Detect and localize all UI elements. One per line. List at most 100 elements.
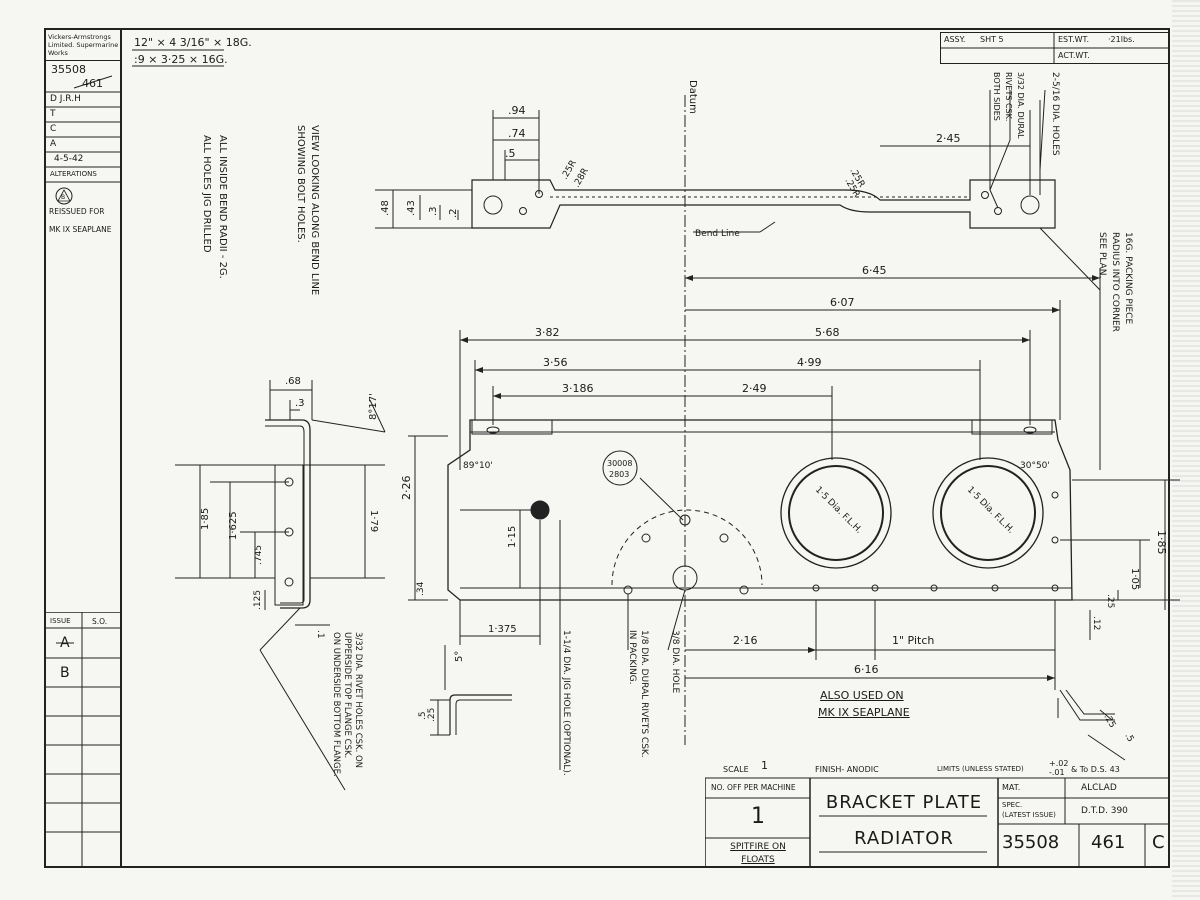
dim-645: 6·45 bbox=[862, 264, 887, 277]
main-plate-outline bbox=[447, 419, 1073, 601]
datum-label: Datum bbox=[687, 80, 698, 114]
dim-top-view-03: .3 bbox=[428, 206, 439, 216]
no-off-label: No. Off Per Machine bbox=[711, 783, 796, 792]
note-radius-corner: Radius Into Corner bbox=[1110, 232, 1120, 332]
note-jig-hole: 1-1/4 Dia. Jig Hole (Optional). bbox=[561, 630, 571, 776]
drawing-number: 35508 bbox=[1002, 832, 1060, 853]
stock-size-1: 12" × 4 3/16" × 18G. bbox=[134, 36, 252, 49]
angle-89-10: 89°10' bbox=[463, 461, 493, 471]
limits-minus: -.01 bbox=[1049, 768, 1065, 777]
dim-249: 2·49 bbox=[742, 382, 767, 395]
dim-1375: 1·375 bbox=[488, 624, 517, 635]
scale-value: 1 bbox=[761, 759, 768, 772]
material-value: Alclad bbox=[1081, 783, 1117, 793]
alterations-label: Alterations bbox=[50, 170, 97, 178]
stock-underline bbox=[132, 49, 224, 67]
dim-top-view-043: .43 bbox=[406, 200, 417, 216]
note-rivet-holes-1: 3/32 Dia. Rivet Holes Csk. On bbox=[353, 632, 363, 769]
company-name: Vickers-Armstrongs Limited. Supermarine … bbox=[48, 33, 119, 57]
dim-1-pitch: 1" Pitch bbox=[892, 634, 934, 647]
dim-top-view-048: .48 bbox=[380, 200, 391, 216]
so-label: S.O. bbox=[92, 617, 108, 626]
machine-name: Spitfire On Floats bbox=[730, 842, 786, 865]
stock-size-2: :9 × 3·25 × 16G. bbox=[134, 53, 228, 66]
note-rivets-csk: Rivets Csk. bbox=[1004, 72, 1013, 122]
alteration-mark-icon bbox=[55, 187, 73, 205]
limits-suffix: & To D.S. 43 bbox=[1071, 765, 1120, 774]
header-box: ASSY. SHT 5 EST.WT. ·21lbs. ACT.WT. bbox=[940, 32, 1170, 64]
side-dim-0125: .125 bbox=[253, 590, 263, 610]
note-view-looking: View Looking Along Bend Line bbox=[309, 125, 320, 296]
note-both-sides: Both Sides bbox=[992, 72, 1001, 121]
spec-value: D.T.D. 390 bbox=[1081, 806, 1128, 816]
dim-226: 2·26 bbox=[400, 476, 413, 501]
dim-607: 6·07 bbox=[830, 296, 855, 309]
ref-number-bottom: 461 bbox=[82, 77, 103, 90]
issue-grid: Issue S.O. A B bbox=[46, 612, 120, 868]
note-dural-rivets: 1/8 Dia. Dural Rivets Csk. bbox=[639, 630, 649, 758]
dim-499: 4·99 bbox=[797, 356, 822, 369]
ref-circle-top: 30008 bbox=[607, 459, 632, 468]
row-drawn: D J.R.H bbox=[50, 94, 81, 104]
issue-label: Issue bbox=[50, 617, 71, 625]
angle-8-17: 8°17' bbox=[368, 393, 379, 420]
side-dim-0745: .745 bbox=[254, 545, 264, 565]
ref-circle-bottom: 2803 bbox=[609, 470, 629, 479]
alteration-text-2: Mk IX Seaplane bbox=[49, 225, 112, 234]
spec-label-1: Spec. bbox=[1002, 801, 1023, 809]
spec-label-2: (Latest Issue) bbox=[1002, 811, 1056, 819]
dim-568: 5·68 bbox=[815, 326, 840, 339]
detail-dim-025-a: .25 bbox=[427, 708, 437, 722]
ref-number-top: 35508 bbox=[51, 63, 86, 76]
note-rivet-holes-2: Upperside Top Flange Csk. bbox=[342, 632, 352, 759]
part-title-line1: Bracket Plate bbox=[825, 792, 983, 813]
side-dim-01: .1 bbox=[315, 630, 325, 639]
drawing-frame bbox=[120, 28, 1170, 868]
est-weight-label: EST.WT. bbox=[1058, 35, 1090, 44]
note-rivet-holes-3: On Underside Bottom Flange. bbox=[331, 632, 341, 777]
issue-b: B bbox=[60, 665, 70, 681]
angle-5: 5° bbox=[454, 651, 465, 662]
row-checked: C bbox=[50, 124, 57, 134]
sheet-number: SHT 5 bbox=[980, 35, 1004, 44]
hole-label-2: 1·5 Dia. F.L.H. bbox=[965, 485, 1016, 536]
dim-105: 1·05 bbox=[1129, 568, 1140, 590]
bend-line-label: Bend Line bbox=[695, 229, 740, 239]
note-bolt-holes: Showing Bolt Holes. bbox=[295, 125, 306, 243]
hole-label-1: 1·5 Dia. F.L.H. bbox=[813, 485, 864, 536]
dim-top-view-094: .94 bbox=[508, 104, 526, 117]
part-number: 461 bbox=[1091, 832, 1126, 853]
dim-top-view-05: .5 bbox=[505, 147, 516, 160]
left-panel: Vickers-Armstrongs Limited. Supermarine … bbox=[44, 28, 120, 868]
assy-label: ASSY. bbox=[944, 35, 966, 44]
issue-letter: C bbox=[1152, 832, 1165, 853]
note-hole-dia: 3/8 Dia. Hole bbox=[670, 630, 680, 694]
scale-label: Scale bbox=[723, 765, 749, 774]
dim-356: 3·56 bbox=[543, 356, 568, 369]
title-block: Scale 1 Finish- Anodic Limits (Unless St… bbox=[705, 760, 1170, 868]
detail-dim-05-a: .5 bbox=[418, 711, 428, 720]
alteration-mark: B bbox=[61, 194, 66, 201]
dim-025: .25 bbox=[1105, 594, 1115, 608]
row-traced: T bbox=[50, 109, 56, 119]
note-packing-piece: 16G. Packing Piece bbox=[1123, 232, 1133, 325]
row-date: 4-5-42 bbox=[54, 154, 84, 164]
limits-label: Limits (Unless Stated) bbox=[937, 765, 1024, 773]
note-bend-radii: All Inside Bend Radii - 2G. bbox=[217, 135, 228, 279]
note-in-packing: In Packing. bbox=[627, 630, 637, 685]
side-dim-179: 1·79 bbox=[368, 510, 379, 532]
note-see-plan: See Plan. bbox=[1097, 232, 1107, 279]
note-jig-drilled: All Holes Jig Drilled bbox=[201, 135, 212, 253]
detail-dim-025-b: .25 bbox=[1101, 713, 1117, 730]
dim-012: .12 bbox=[1091, 616, 1101, 630]
scan-edge-noise bbox=[1172, 0, 1200, 900]
note-holes: 2-5/16 Dia. Holes bbox=[1050, 72, 1060, 156]
side-dim-185: 1·85 bbox=[200, 508, 211, 530]
side-dim-1625: 1·625 bbox=[228, 511, 239, 540]
dim-034: .34 bbox=[416, 581, 426, 596]
dim-3186: 3·186 bbox=[562, 382, 594, 395]
also-used-on: Also Used On bbox=[820, 689, 904, 702]
side-dim-068: .68 bbox=[285, 376, 301, 387]
dim-top-view-074: .74 bbox=[508, 127, 526, 140]
